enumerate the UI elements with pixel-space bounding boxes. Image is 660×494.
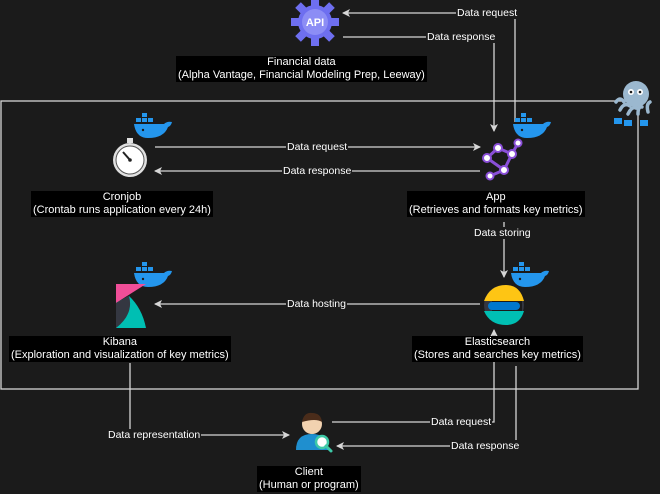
edge-label-cron-request: Data request (286, 141, 349, 153)
edge-label-client-response: Data response (450, 440, 521, 452)
user-search-icon (296, 412, 333, 453)
edge-label-client-request: Data request (430, 416, 493, 428)
api-gear-icon: API (291, 0, 339, 46)
cronjob-title: Cronjob (102, 191, 142, 203)
client-subtitle: (Human or program) (259, 479, 359, 491)
app-label: App (Retrieves and formats key metrics) (407, 191, 585, 217)
kibana-logo-icon (116, 284, 146, 328)
app-subtitle: (Retrieves and formats key metrics) (409, 204, 583, 216)
edge-label-api-response: Data response (426, 31, 497, 43)
kibana-title: Kibana (102, 336, 137, 348)
docker-swarm-octopus-icon (614, 81, 652, 126)
edge-label-data-representation: Data representation (107, 429, 202, 441)
kibana-subtitle: (Exploration and visualization of key me… (11, 349, 229, 361)
financial-data-title: Financial data (267, 56, 336, 68)
edge-label-cron-response: Data response (282, 165, 353, 177)
edge-label-api-request: Data request (456, 7, 519, 19)
docker-whale-icon (511, 262, 549, 287)
elasticsearch-title: Elasticsearch (464, 336, 531, 348)
edge-label-data-storing: Data storing (473, 227, 532, 239)
edge-api-response (343, 36, 498, 132)
cronjob-label: Cronjob (Crontab runs application every … (31, 191, 213, 217)
docker-swarm-boundary (0, 100, 639, 390)
svg-text:API: API (306, 17, 324, 29)
client-label: Client (Human or program) (257, 466, 361, 492)
client-title: Client (294, 466, 323, 478)
edge-label-data-hosting: Data hosting (286, 298, 347, 310)
edge-data-representation (129, 363, 290, 439)
financial-data-subtitle: (Alpha Vantage, Financial Modeling Prep,… (178, 69, 425, 81)
elasticsearch-subtitle: (Stores and searches key metrics) (414, 349, 581, 361)
cronjob-subtitle: (Crontab runs application every 24h) (33, 204, 211, 216)
stopwatch-icon (113, 138, 147, 177)
app-title: App (486, 191, 506, 203)
edge-client-response (336, 366, 517, 450)
docker-whale-icon (134, 262, 172, 287)
docker-whale-icon (513, 113, 551, 138)
kibana-label: Kibana (Exploration and visualization of… (9, 336, 231, 362)
elasticsearch-logo-icon (484, 285, 524, 325)
elasticsearch-label: Elasticsearch (Stores and searches key m… (412, 336, 583, 362)
network-nodes-icon (482, 138, 523, 181)
financial-data-label: Financial data (Alpha Vantage, Financial… (176, 56, 427, 82)
docker-whale-icon (134, 113, 172, 138)
